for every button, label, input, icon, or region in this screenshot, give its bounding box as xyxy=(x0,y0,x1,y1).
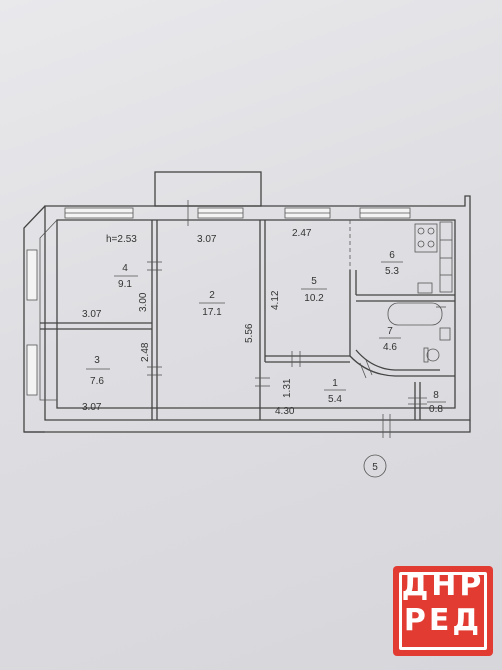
kitchen-counter xyxy=(439,221,453,293)
logo-line-1: ДНР xyxy=(401,568,485,603)
logo-line-2: РЕД xyxy=(403,603,483,638)
dim-hall-width: 4.30 xyxy=(275,406,295,417)
kitchen-stove xyxy=(414,223,438,253)
interior-walls xyxy=(40,220,455,420)
room-8-number: 8 xyxy=(433,390,439,401)
room-1-area: 5.4 xyxy=(328,394,342,405)
door-markers xyxy=(147,200,427,438)
dim-room4-depth: 3.00 xyxy=(138,292,149,312)
room-7-area: 4.6 xyxy=(383,342,397,353)
outer-walls xyxy=(23,195,471,433)
logo-frame xyxy=(399,572,487,650)
room-8-area: 0.8 xyxy=(429,404,443,415)
windows-left xyxy=(26,249,38,396)
dim-room4-width: 3.07 xyxy=(82,309,102,320)
room-7-number: 7 xyxy=(387,326,393,337)
floor-number-circle xyxy=(363,454,387,478)
dim-room3-width-bottom: 3.07 xyxy=(82,402,102,413)
room-2-number: 2 xyxy=(209,290,215,301)
room-1-number: 1 xyxy=(332,378,338,389)
room-5-area: 10.2 xyxy=(304,293,324,304)
dim-room2-depth: 5.56 xyxy=(244,323,255,343)
kitchen-sink xyxy=(417,282,433,294)
room-2-area: 17.1 xyxy=(202,307,222,318)
ceiling-height-label: h=2.53 xyxy=(106,234,137,245)
room-3-area: 7.6 xyxy=(90,376,104,387)
dim-room3-depth: 2.48 xyxy=(140,342,151,362)
balcony xyxy=(154,171,262,207)
room-4-number: 4 xyxy=(122,263,128,274)
floor-number: 5 xyxy=(372,462,378,473)
room-4-area: 9.1 xyxy=(118,279,132,290)
dim-room5-depth: 4.12 xyxy=(270,290,281,310)
bathtub xyxy=(387,302,446,326)
toilet xyxy=(423,347,440,363)
dim-room2-width: 3.07 xyxy=(197,234,217,245)
windows-top xyxy=(64,207,411,219)
room-6-number: 6 xyxy=(389,250,395,261)
dim-hall-depth: 1.31 xyxy=(282,378,293,398)
bathroom-sink xyxy=(439,327,451,341)
room-6-area: 5.3 xyxy=(385,266,399,277)
watermark-logo: ДНР РЕД xyxy=(393,566,493,656)
dim-room5-width: 2.47 xyxy=(292,228,312,239)
room-5-number: 5 xyxy=(311,276,317,287)
room-3-number: 3 xyxy=(94,355,100,366)
